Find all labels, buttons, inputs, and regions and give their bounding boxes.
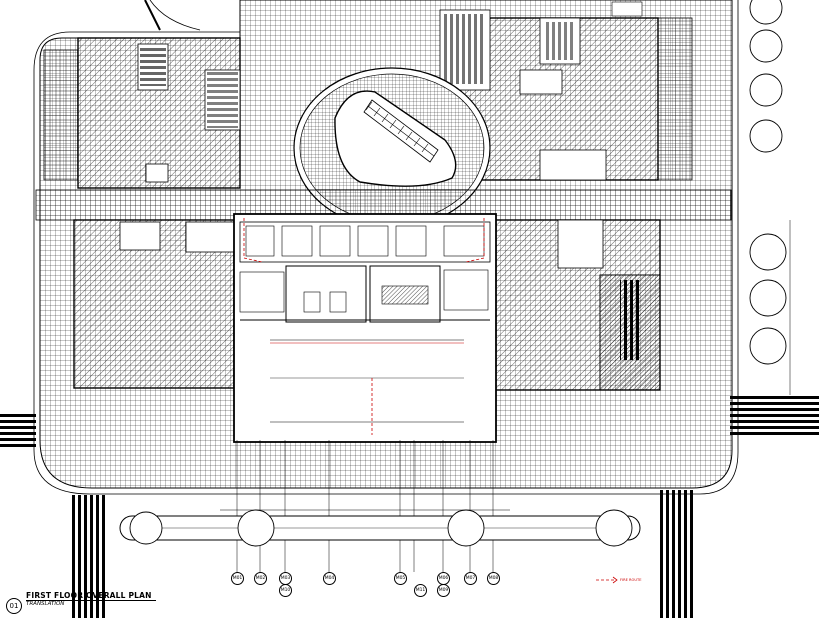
crosswalks: [0, 395, 819, 618]
grid-bubble-m10: M10: [279, 584, 292, 597]
drawing-title-block: 01 FIRST FLOOR OVERALL PLAN TRANSLATION: [6, 590, 206, 616]
drawing-subtitle: TRANSLATION: [26, 601, 65, 607]
drawing-number: 01: [6, 598, 22, 614]
grid-bubble-m08: M08: [487, 572, 500, 585]
grid-bubble-m01: M01: [231, 572, 244, 585]
building-northwest: [43, 0, 241, 189]
legend-fire-route-label: FIRE ROUTE: [620, 578, 642, 582]
drawing-title: FIRST FLOOR OVERALL PLAN: [26, 591, 152, 600]
grid-bubble-m07: M07: [464, 572, 477, 585]
street-median: [119, 509, 641, 547]
title-underline: [26, 600, 156, 601]
grid-lines: [220, 220, 791, 572]
main-building: [35, 189, 732, 443]
grid-bubble-m11: M11: [414, 584, 427, 597]
tree-row-east: [749, 0, 787, 365]
grid-bubble-m02: M02: [254, 572, 267, 585]
fire-route: [243, 218, 485, 435]
grid-bubble-m04: M04: [323, 572, 336, 585]
legend-mark: [596, 576, 618, 584]
plaza-oval: [293, 67, 491, 229]
grid-bubble-m09: M09: [437, 584, 450, 597]
building-northeast: [439, 1, 693, 181]
grid-bubble-m05: M05: [394, 572, 407, 585]
